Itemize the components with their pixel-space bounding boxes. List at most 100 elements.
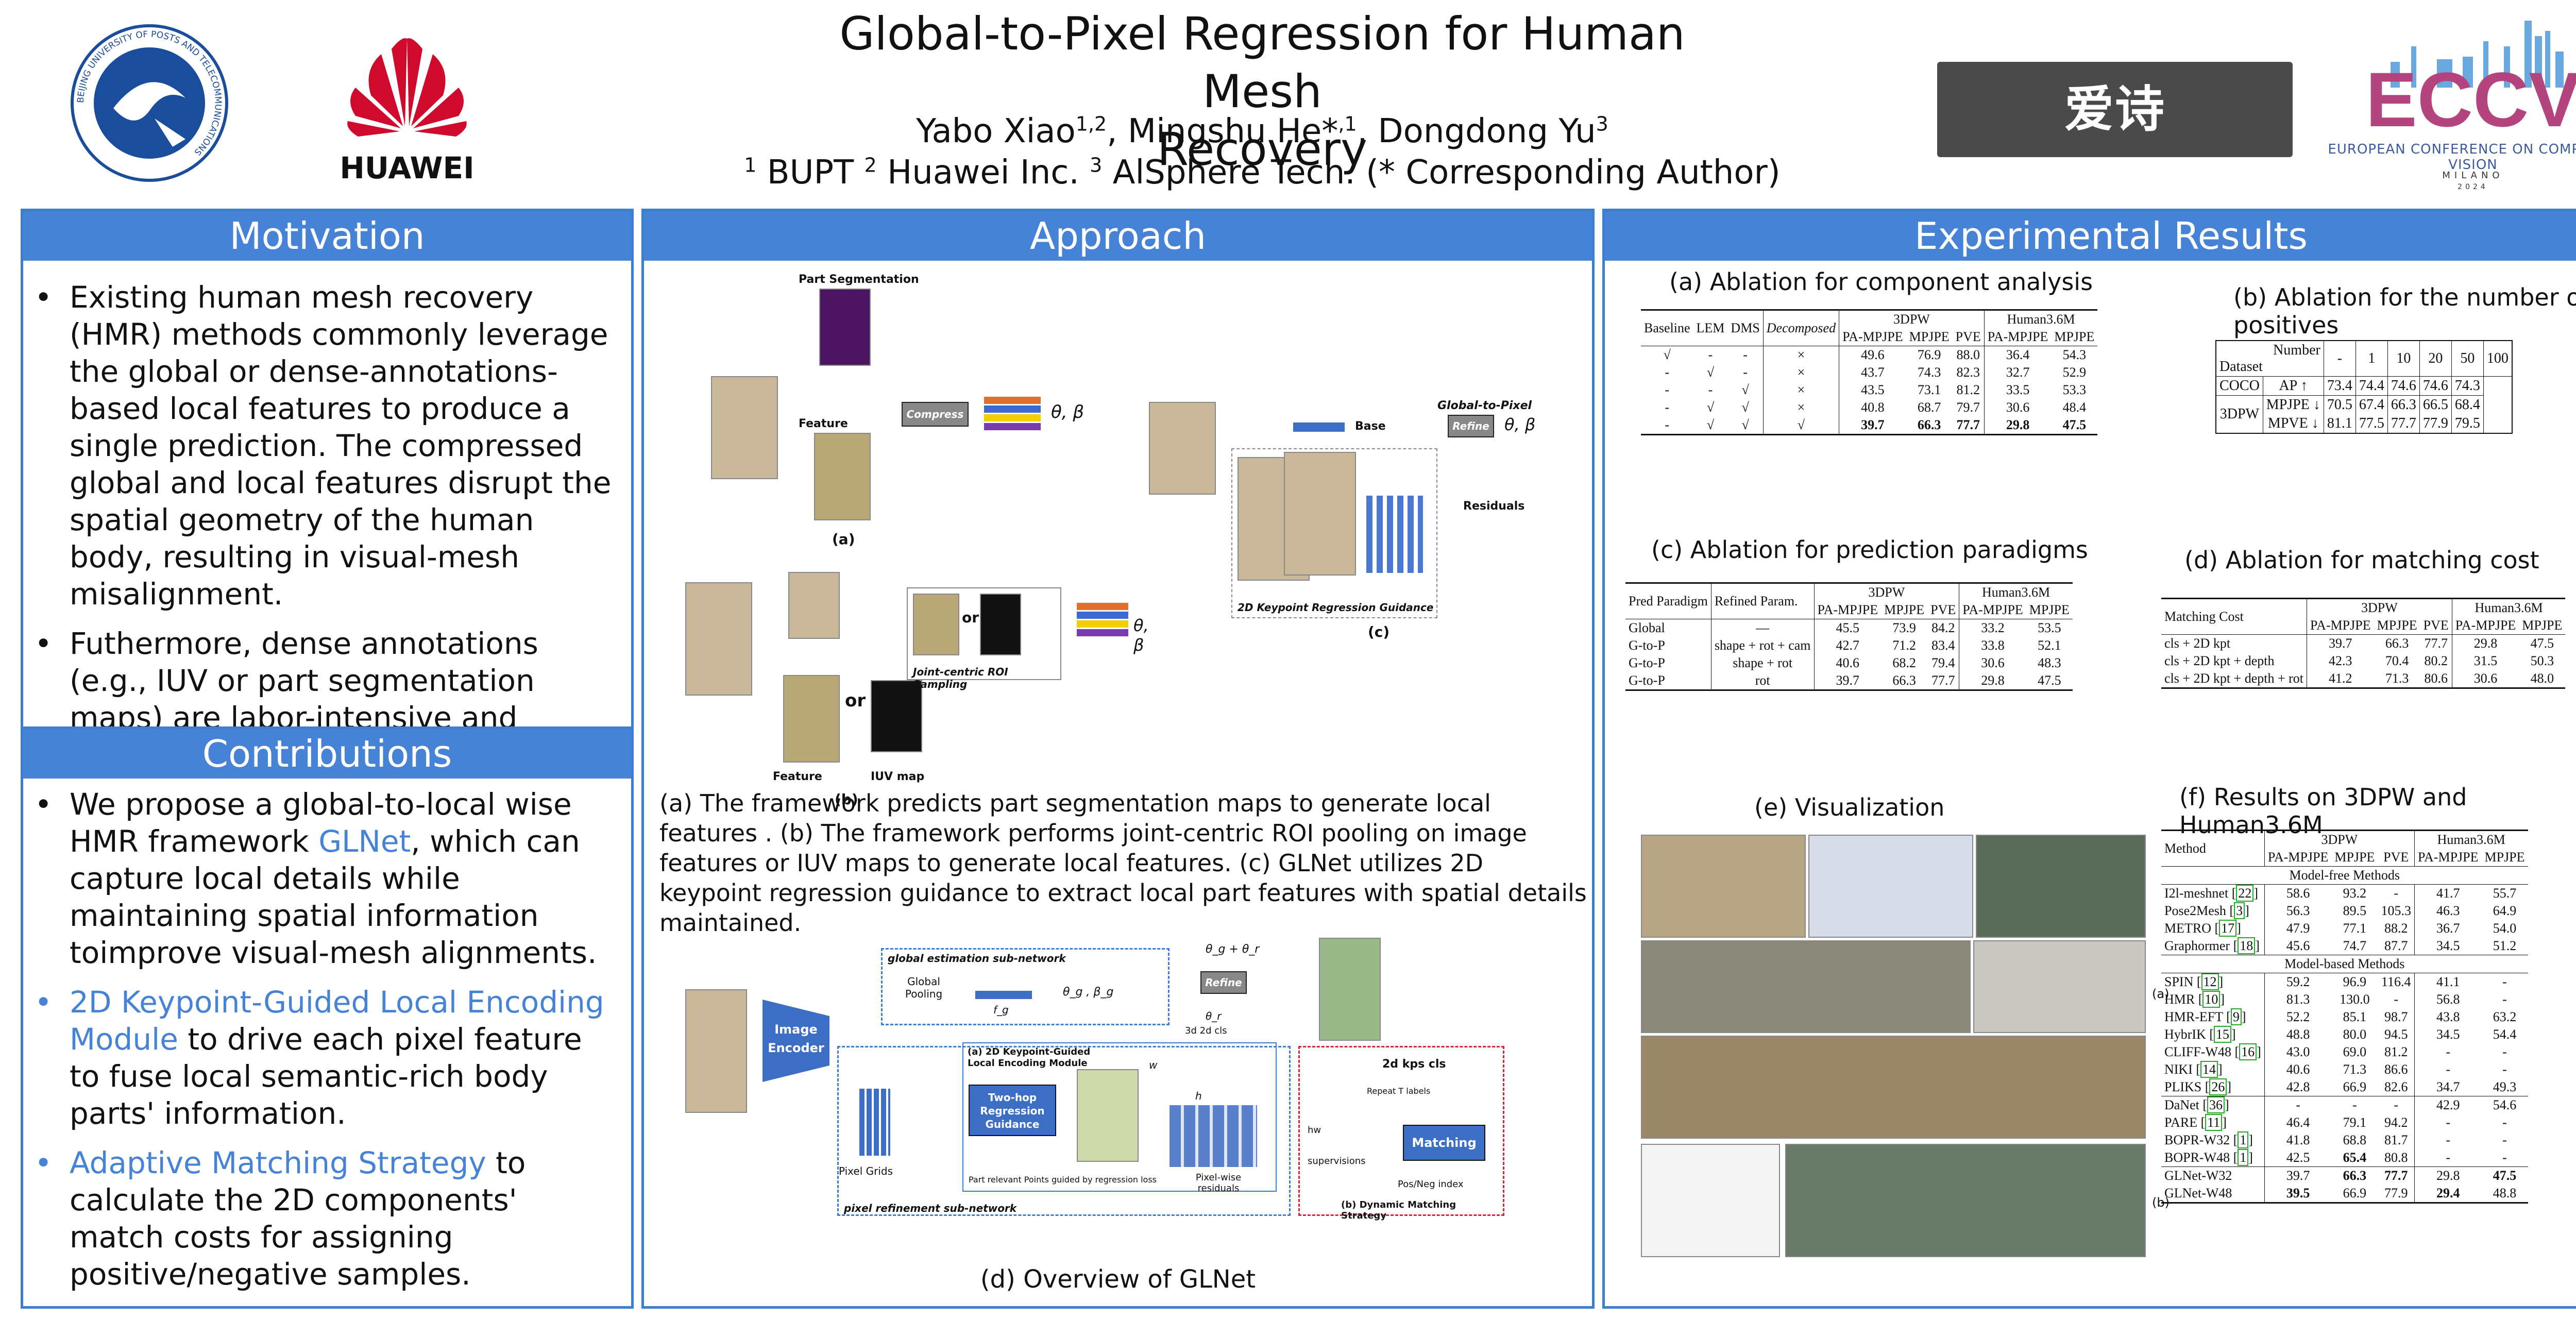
citation-link[interactable]: 14 bbox=[2200, 1061, 2218, 1078]
table-b-cell: 66.5 bbox=[2419, 395, 2452, 414]
affil-3-sup: 3 bbox=[1090, 154, 1103, 177]
table-c-cell: G-to-P bbox=[1625, 654, 1711, 672]
compressed-feature-bars bbox=[984, 397, 1041, 433]
figure-b: or Feature IUV map or Joint-centric ROI … bbox=[685, 562, 1149, 808]
table-f-cell: 82.6 bbox=[2378, 1078, 2415, 1096]
part-note: Part relevant Points guided by regressio… bbox=[969, 1175, 1157, 1185]
approach-caption: (a) The framework predicts part segmenta… bbox=[659, 789, 1587, 937]
contribution-bullet-3: Adaptive Matching Strategy to calculate … bbox=[23, 1144, 621, 1293]
method-label: CLIFF-W48 bbox=[2164, 1044, 2231, 1059]
huawei-logo: HUAWEI bbox=[330, 36, 484, 191]
table-b-cell: 66.3 bbox=[2387, 395, 2420, 414]
theta-g-label: θ_g , β_g bbox=[1063, 986, 1114, 999]
table-f-cell: 36.7 bbox=[2436, 921, 2460, 936]
table-f-cell: 42.8 bbox=[2286, 1079, 2310, 1094]
table-a-cell: √ bbox=[1727, 381, 1764, 399]
global-subnet-box: global estimation sub-network Global Poo… bbox=[881, 948, 1170, 1025]
affil-1: BUPT bbox=[756, 154, 865, 192]
table-c-cell: 42.7 bbox=[1836, 638, 1860, 653]
method-label: HybrIK bbox=[2164, 1027, 2206, 1042]
table-f-section: Model-based Methods bbox=[2161, 955, 2528, 973]
dyn-match-label: (b) Dynamic Matching Strategy bbox=[1341, 1199, 1456, 1221]
table-f-cell: - bbox=[2502, 1132, 2507, 1147]
table-f-cell: 69.0 bbox=[2343, 1044, 2367, 1059]
method-label: Pose2Mesh bbox=[2164, 903, 2226, 918]
table-b-cell: 77.5 bbox=[2355, 414, 2388, 433]
motivation-heading: Motivation bbox=[23, 211, 631, 261]
roi-feature-bars bbox=[1077, 603, 1128, 639]
contributions-heading: Contributions bbox=[23, 729, 631, 779]
table-c-title: (c) Ablation for prediction paradigms bbox=[1651, 536, 2088, 564]
table-a-cell: 48.4 bbox=[2062, 400, 2087, 415]
pixel-subnet-box: Pixel Grids (a) 2D Keypoint-Guided Local… bbox=[837, 1042, 1291, 1216]
table-d-subheader: MPJPE bbox=[2522, 618, 2563, 633]
table-a-cell: 73.1 bbox=[1917, 382, 1941, 397]
approach-heading: Approach bbox=[644, 211, 1592, 261]
table-a-header: DMS bbox=[1727, 310, 1764, 346]
method-name: GLNet-W32 bbox=[2161, 1166, 2265, 1185]
crop-image-b bbox=[788, 572, 840, 639]
overview-caption: (d) Overview of GLNet bbox=[980, 1265, 1256, 1294]
citation-link[interactable]: 22 bbox=[2236, 885, 2254, 902]
citation-link[interactable]: 12 bbox=[2201, 973, 2219, 990]
method-name: NIKI [14] bbox=[2161, 1061, 2265, 1078]
citation-link[interactable]: 17 bbox=[2219, 920, 2237, 937]
citation-link[interactable]: 26 bbox=[2209, 1078, 2227, 1095]
figure-d-overview: Image Encoder global estimation sub-netw… bbox=[685, 938, 1571, 1247]
table-b-cell: 70.5 bbox=[2324, 395, 2356, 414]
contribution-bullet-2: 2D Keypoint-Guided Local Encoding Module… bbox=[23, 984, 621, 1132]
table-a-subheader: MPJPE bbox=[1909, 329, 1950, 344]
table-a-cell: √ bbox=[1727, 416, 1764, 435]
table-f-cell: - bbox=[2446, 1062, 2451, 1077]
fig-c-label: (c) bbox=[1368, 623, 1390, 640]
citation-link[interactable]: 3 bbox=[2234, 902, 2245, 919]
table-a-subheader: PA-MPJPE bbox=[1842, 329, 1903, 344]
citation-link[interactable]: 15 bbox=[2214, 1026, 2232, 1043]
table-f-cell: - bbox=[2446, 1115, 2451, 1130]
table-f-cell: - bbox=[2264, 1096, 2332, 1114]
title-line-1: Global-to-Pixel Regression for Human Mes… bbox=[839, 7, 1685, 118]
input-image-c bbox=[1149, 402, 1216, 495]
method-name: HMR-EFT [9] bbox=[2161, 1008, 2265, 1026]
table-b-cell: 74.6 bbox=[2387, 376, 2420, 396]
method-label: PARE bbox=[2164, 1115, 2198, 1130]
table-f-cell: 39.7 bbox=[2264, 1166, 2332, 1185]
citation-link[interactable]: 1 bbox=[2238, 1131, 2249, 1148]
citation-link[interactable]: 9 bbox=[2230, 1008, 2242, 1025]
table-a-cell: 76.9 bbox=[1906, 346, 1953, 364]
citation-link[interactable]: 1 bbox=[2238, 1149, 2249, 1166]
affiliations-line: 1 BUPT 2 Huawei Inc. 3 AlSphere Tech. (*… bbox=[721, 154, 1803, 192]
table-f-group: 3DPW bbox=[2264, 830, 2415, 849]
method-name: BOPR-W32 [1] bbox=[2161, 1131, 2265, 1149]
table-f-cell: 46.4 bbox=[2286, 1115, 2310, 1130]
citation-link[interactable]: 11 bbox=[2205, 1114, 2223, 1131]
citation-link[interactable]: 10 bbox=[2202, 991, 2221, 1008]
visualization-grid: (a) (b) bbox=[1641, 835, 2170, 1262]
table-a-header: Baseline bbox=[1644, 320, 1690, 335]
table-d-title: (d) Ablation for matching cost bbox=[2184, 546, 2539, 574]
citation-link[interactable]: 18 bbox=[2238, 937, 2256, 954]
table-a-cell: - bbox=[1693, 346, 1728, 364]
table-c-cell: 45.5 bbox=[1814, 619, 1882, 637]
method-name: PLIKS [26] bbox=[2161, 1078, 2265, 1096]
method-label: HMR bbox=[2164, 992, 2195, 1007]
citation-link[interactable]: 16 bbox=[2239, 1043, 2257, 1060]
table-f-cell: 41.1 bbox=[2436, 974, 2460, 989]
table-f-cell: 47.9 bbox=[2286, 921, 2310, 936]
kps-cls-label: 2d kps cls bbox=[1382, 1058, 1446, 1071]
figure-a: Part Segmentation Feature Compress θ, β … bbox=[696, 273, 1118, 608]
table-f-cell: - bbox=[2502, 1115, 2507, 1130]
table-f-subheader: MPJPE bbox=[2334, 850, 2375, 865]
table-a-cell: × bbox=[1763, 364, 1840, 381]
table-a-cell: 29.8 bbox=[2006, 417, 2030, 432]
eccv-wordmark: ECCV bbox=[2366, 56, 2576, 139]
table-c-cell: 33.8 bbox=[1981, 638, 2005, 653]
citation-link[interactable]: 36 bbox=[2207, 1096, 2225, 1113]
table-f-cell: - bbox=[2446, 1132, 2451, 1147]
table-f-cell: 34.5 bbox=[2436, 1027, 2460, 1042]
table-f-cell: 59.2 bbox=[2286, 974, 2310, 989]
table-f-cell: 105.3 bbox=[2378, 902, 2415, 920]
